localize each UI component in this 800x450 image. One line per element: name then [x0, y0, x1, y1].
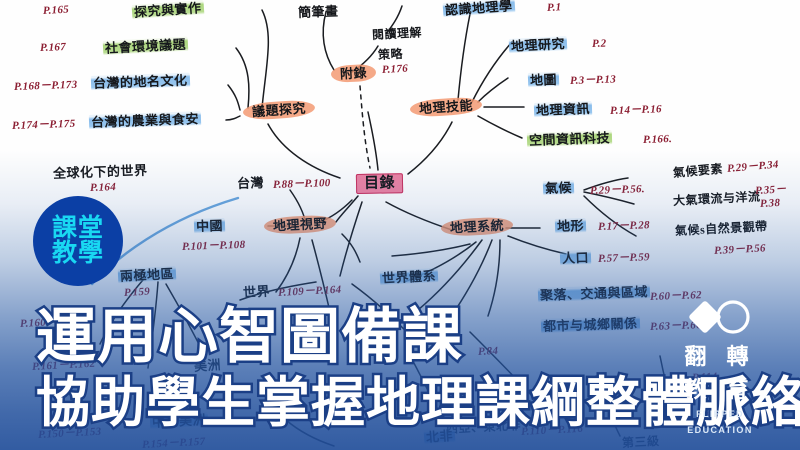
- mindmap-node: 聚落、交通與區域: [537, 281, 651, 304]
- mindmap-node-label: 地理資訊: [533, 100, 593, 118]
- mindmap-node-page: P.174－P.175: [11, 117, 76, 132]
- mindmap-node-label: 兩極地區: [117, 265, 177, 284]
- mindmap-node-label: 台灣: [236, 175, 265, 191]
- mindmap-node: 台灣的地名文化: [90, 70, 190, 92]
- mindmap-node-label: 空間資訊科技: [526, 130, 613, 148]
- mindmap-node-label: 台灣的農業與食安: [88, 111, 202, 130]
- mindmap-node-label: 附錄: [330, 63, 377, 83]
- mindmap-node-page: P.35－: [754, 183, 787, 197]
- mindmap-node-label: 人口: [559, 249, 592, 266]
- mindmap-node-label: 都市与城鄉關係: [540, 315, 640, 334]
- mindmap-node-page: P.2: [591, 37, 607, 50]
- mindmap-node: 人口: [559, 247, 592, 267]
- mindmap-node-page: P.29－P.56.: [589, 183, 646, 197]
- category-badge[interactable]: 課堂 教學: [33, 196, 123, 286]
- mindmap-node-label: 社會環境議題: [102, 36, 189, 56]
- category-badge-line1: 課堂: [51, 213, 104, 242]
- mindmap-node-label: 世界體系: [379, 267, 439, 286]
- mindmap-node-label: 中國: [193, 217, 226, 234]
- mindmap-node-label: 地形: [554, 217, 587, 234]
- mindmap-node-page: P.167: [39, 41, 67, 54]
- mindmap-node-page: P.84: [477, 344, 499, 358]
- mindmap-node-page: P.168－P.173: [13, 78, 78, 93]
- mindmap-node: 地理視野: [263, 212, 337, 235]
- mindmap-center-label: 目錄: [355, 173, 404, 194]
- mindmap-node-page: P.17－P.28: [597, 219, 651, 233]
- mindmap-node-label: 全球化下的世界: [52, 162, 148, 181]
- mindmap-node-page: P.164: [89, 181, 117, 194]
- mindmap-node: 空間資訊科技: [526, 127, 613, 149]
- mindmap-node-page: P.165: [42, 3, 70, 17]
- mindmap-node: 地形: [554, 215, 587, 235]
- mindmap-node-label: 氣候: [542, 179, 575, 196]
- category-badge-line2: 教學: [51, 239, 104, 267]
- mindmap-node-page: P.101－P.108: [181, 238, 246, 253]
- mindmap-node-page: P.57－P.59: [597, 251, 651, 265]
- mindmap-node-page: P.39－P.56: [713, 242, 767, 257]
- mindmap-node: 氣候: [542, 177, 575, 197]
- mindmap-node-label: 聚落、交通與區域: [537, 284, 651, 303]
- mindmap-node-page: P.88－P.100: [272, 176, 331, 191]
- mindmap-node-page: P.14－P.16: [609, 103, 663, 117]
- mindmap-node-label: 地圖: [527, 71, 560, 88]
- mindmap-node-label: 簡筆畫: [297, 3, 339, 20]
- brand-name-en-line1: FLIPPED: [696, 408, 744, 419]
- infinity-diamond-circle-icon: [656, 296, 784, 338]
- mindmap-node-label: 閱讀理解: [371, 25, 423, 42]
- mindmap-node: 地圖: [527, 69, 560, 89]
- mindmap-node: 地理系統: [440, 214, 514, 237]
- mindmap-node-label: 地理研究: [508, 35, 568, 54]
- mindmap-node: 地理研究: [508, 33, 568, 55]
- mindmap-node-label: 台灣的地名文化: [90, 72, 190, 91]
- mindmap-node-page: P.176: [381, 62, 409, 76]
- mindmap-node: 中國: [193, 215, 226, 235]
- headline-line-1: 運用心智圖備課: [34, 301, 465, 373]
- headline-line-2: 協助學生掌握地理課綱整體脈絡: [34, 371, 800, 436]
- brand-name-en-line2: EDUCATION: [687, 424, 753, 435]
- mindmap-node: 附錄: [330, 62, 377, 83]
- mindmap-node-label: 策略: [377, 46, 404, 62]
- mindmap-node-page: P.166.: [642, 132, 673, 146]
- mindmap-center-node: 目錄: [355, 171, 404, 194]
- mindmap-node: 世界體系: [379, 265, 439, 287]
- mindmap-node: 兩極地區: [117, 263, 177, 285]
- brand-name-cn-line2: 教 育: [684, 376, 756, 402]
- brand-logo[interactable]: 翻 轉 教 育 FLIPPED EDUCATION: [656, 296, 784, 436]
- mindmap-node-page: P.1: [546, 1, 562, 14]
- brand-name-cn-line1: 翻 轉: [684, 343, 756, 369]
- mindmap-node: 台灣的農業與食安: [88, 108, 202, 131]
- mindmap-node-page: P.38: [759, 196, 781, 210]
- mindmap-node: 地理資訊: [533, 98, 593, 119]
- mindmap-node-page: P.3－P.13: [569, 73, 617, 87]
- mindmap-node: 都市与城鄉關係: [540, 313, 640, 335]
